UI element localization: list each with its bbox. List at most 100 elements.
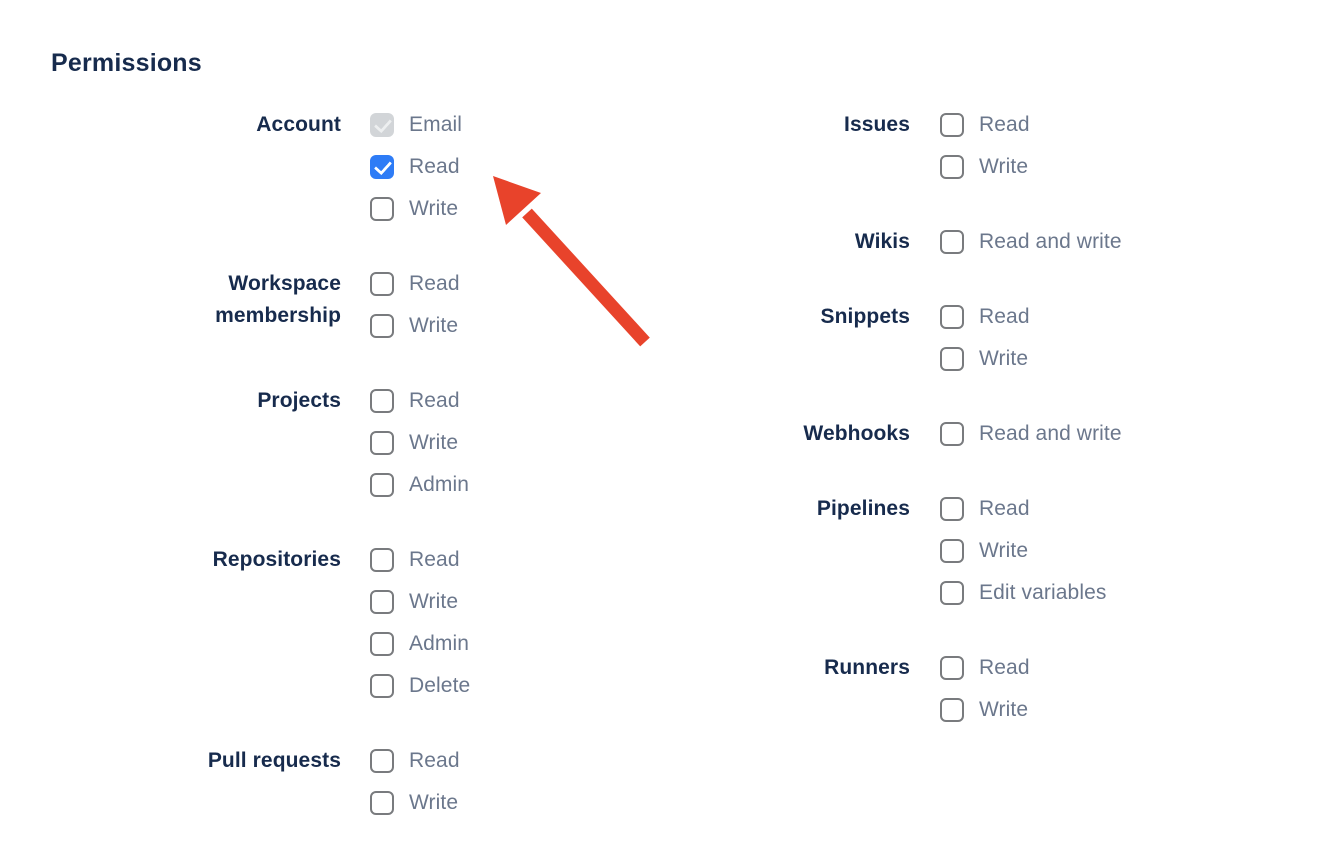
checkbox-repositories-write[interactable]	[370, 590, 394, 614]
permission-option-projects-write[interactable]: Write	[370, 431, 469, 455]
checkbox-label-webhooks-read-and-write: Read and write	[979, 422, 1122, 445]
permission-group-label-webhooks: Webhooks	[803, 422, 910, 445]
permission-option-projects-read[interactable]: Read	[370, 389, 469, 413]
permission-option-wikis-read-and-write[interactable]: Read and write	[940, 230, 1122, 254]
checkbox-label-projects-write: Write	[409, 431, 459, 454]
checkbox-label-pull-requests-write: Write	[409, 791, 459, 814]
permission-option-issues-read[interactable]: Read	[940, 113, 1030, 137]
checkbox-label-account-read: Read	[409, 155, 460, 178]
permission-group-label-pipelines: Pipelines	[816, 497, 910, 520]
permission-options-webhooks: Read and write	[940, 422, 1122, 446]
checkbox-projects-admin[interactable]	[370, 473, 394, 497]
checkbox-snippets-write[interactable]	[940, 347, 964, 371]
checkbox-workspace-membership-write[interactable]	[370, 314, 394, 338]
permission-option-webhooks-read-and-write[interactable]: Read and write	[940, 422, 1122, 446]
checkbox-runners-write[interactable]	[940, 698, 964, 722]
checkbox-wikis-read-and-write[interactable]	[940, 230, 964, 254]
permission-option-pipelines-read[interactable]: Read	[940, 497, 1106, 521]
checkbox-label-snippets-write: Write	[979, 347, 1029, 370]
permission-option-issues-write[interactable]: Write	[940, 155, 1030, 179]
checkbox-projects-write[interactable]	[370, 431, 394, 455]
checkbox-label-wikis-read-and-write: Read and write	[979, 230, 1122, 253]
permission-option-snippets-read[interactable]: Read	[940, 305, 1030, 329]
checkbox-issues-read[interactable]	[940, 113, 964, 137]
checkbox-webhooks-read-and-write[interactable]	[940, 422, 964, 446]
checkbox-pull-requests-read[interactable]	[370, 749, 394, 773]
permission-option-repositories-read[interactable]: Read	[370, 548, 470, 572]
red-arrow-head	[493, 176, 541, 225]
checkbox-workspace-membership-read[interactable]	[370, 272, 394, 296]
checkbox-label-account-email: Email	[409, 113, 463, 136]
permission-group-label-account: Account	[256, 113, 341, 136]
permission-option-runners-write[interactable]: Write	[940, 698, 1030, 722]
checkbox-pipelines-edit-variables[interactable]	[940, 581, 964, 605]
checkbox-label-repositories-admin: Admin	[409, 632, 470, 655]
permission-option-pull-requests-read[interactable]: Read	[370, 749, 460, 773]
checkbox-label-issues-read: Read	[979, 113, 1030, 136]
permission-option-projects-admin[interactable]: Admin	[370, 473, 469, 497]
permission-option-runners-read[interactable]: Read	[940, 656, 1030, 680]
checkbox-account-read[interactable]	[370, 155, 394, 179]
checkbox-label-pipelines-edit-variables: Edit variables	[979, 581, 1107, 604]
permission-group-webhooks: Webhooks Read and write	[770, 422, 1122, 446]
checkbox-account-write[interactable]	[370, 197, 394, 221]
permission-option-pipelines-edit-variables[interactable]: Edit variables	[940, 581, 1106, 605]
page-title: Permissions	[51, 49, 202, 77]
checkbox-label-snippets-read: Read	[979, 305, 1030, 328]
checkbox-runners-read[interactable]	[940, 656, 964, 680]
permission-option-workspace-membership-write[interactable]: Write	[370, 314, 460, 338]
checkbox-snippets-read[interactable]	[940, 305, 964, 329]
checkbox-pipelines-read[interactable]	[940, 497, 964, 521]
checkbox-label-pipelines-write: Write	[979, 539, 1029, 562]
permission-option-account-read[interactable]: Read	[370, 155, 462, 179]
permission-group-label-issues: Issues	[844, 113, 910, 136]
permission-option-account-email: Email	[370, 113, 462, 137]
checkbox-label-workspace-membership-write: Write	[409, 314, 459, 337]
checkbox-label-pull-requests-read: Read	[409, 749, 460, 772]
permission-option-repositories-admin[interactable]: Admin	[370, 632, 470, 656]
checkbox-label-repositories-delete: Delete	[409, 674, 471, 697]
permission-option-snippets-write[interactable]: Write	[940, 347, 1030, 371]
permission-group-label-repositories: Repositories	[212, 548, 341, 571]
permission-option-account-write[interactable]: Write	[370, 197, 462, 221]
permission-option-repositories-delete[interactable]: Delete	[370, 674, 470, 698]
checkbox-pipelines-write[interactable]	[940, 539, 964, 563]
checkbox-label-account-write: Write	[409, 197, 459, 220]
permission-group-label-snippets: Snippets	[820, 305, 910, 328]
checkbox-repositories-read[interactable]	[370, 548, 394, 572]
permission-option-repositories-write[interactable]: Write	[370, 590, 470, 614]
checkbox-repositories-delete[interactable]	[370, 674, 394, 698]
checkbox-label-projects-read: Read	[409, 389, 460, 412]
red-arrow-shaft	[522, 208, 650, 347]
permission-group-label-pull-requests: Pull requests	[207, 749, 341, 772]
checkbox-account-email	[370, 113, 394, 137]
permission-option-workspace-membership-read[interactable]: Read	[370, 272, 460, 296]
checkbox-label-runners-read: Read	[979, 656, 1030, 679]
checkbox-projects-read[interactable]	[370, 389, 394, 413]
permission-group-label-wikis: Wikis	[854, 230, 910, 253]
checkbox-label-pipelines-read: Read	[979, 497, 1030, 520]
permission-option-pipelines-write[interactable]: Write	[940, 539, 1106, 563]
permission-option-pull-requests-write[interactable]: Write	[370, 791, 460, 815]
checkbox-pull-requests-write[interactable]	[370, 791, 394, 815]
checkbox-label-repositories-write: Write	[409, 590, 459, 613]
checkbox-repositories-admin[interactable]	[370, 632, 394, 656]
checkbox-issues-write[interactable]	[940, 155, 964, 179]
permission-group-label-runners: Runners	[824, 656, 910, 679]
permission-group-wikis: Wikis Read and write	[770, 230, 1122, 254]
